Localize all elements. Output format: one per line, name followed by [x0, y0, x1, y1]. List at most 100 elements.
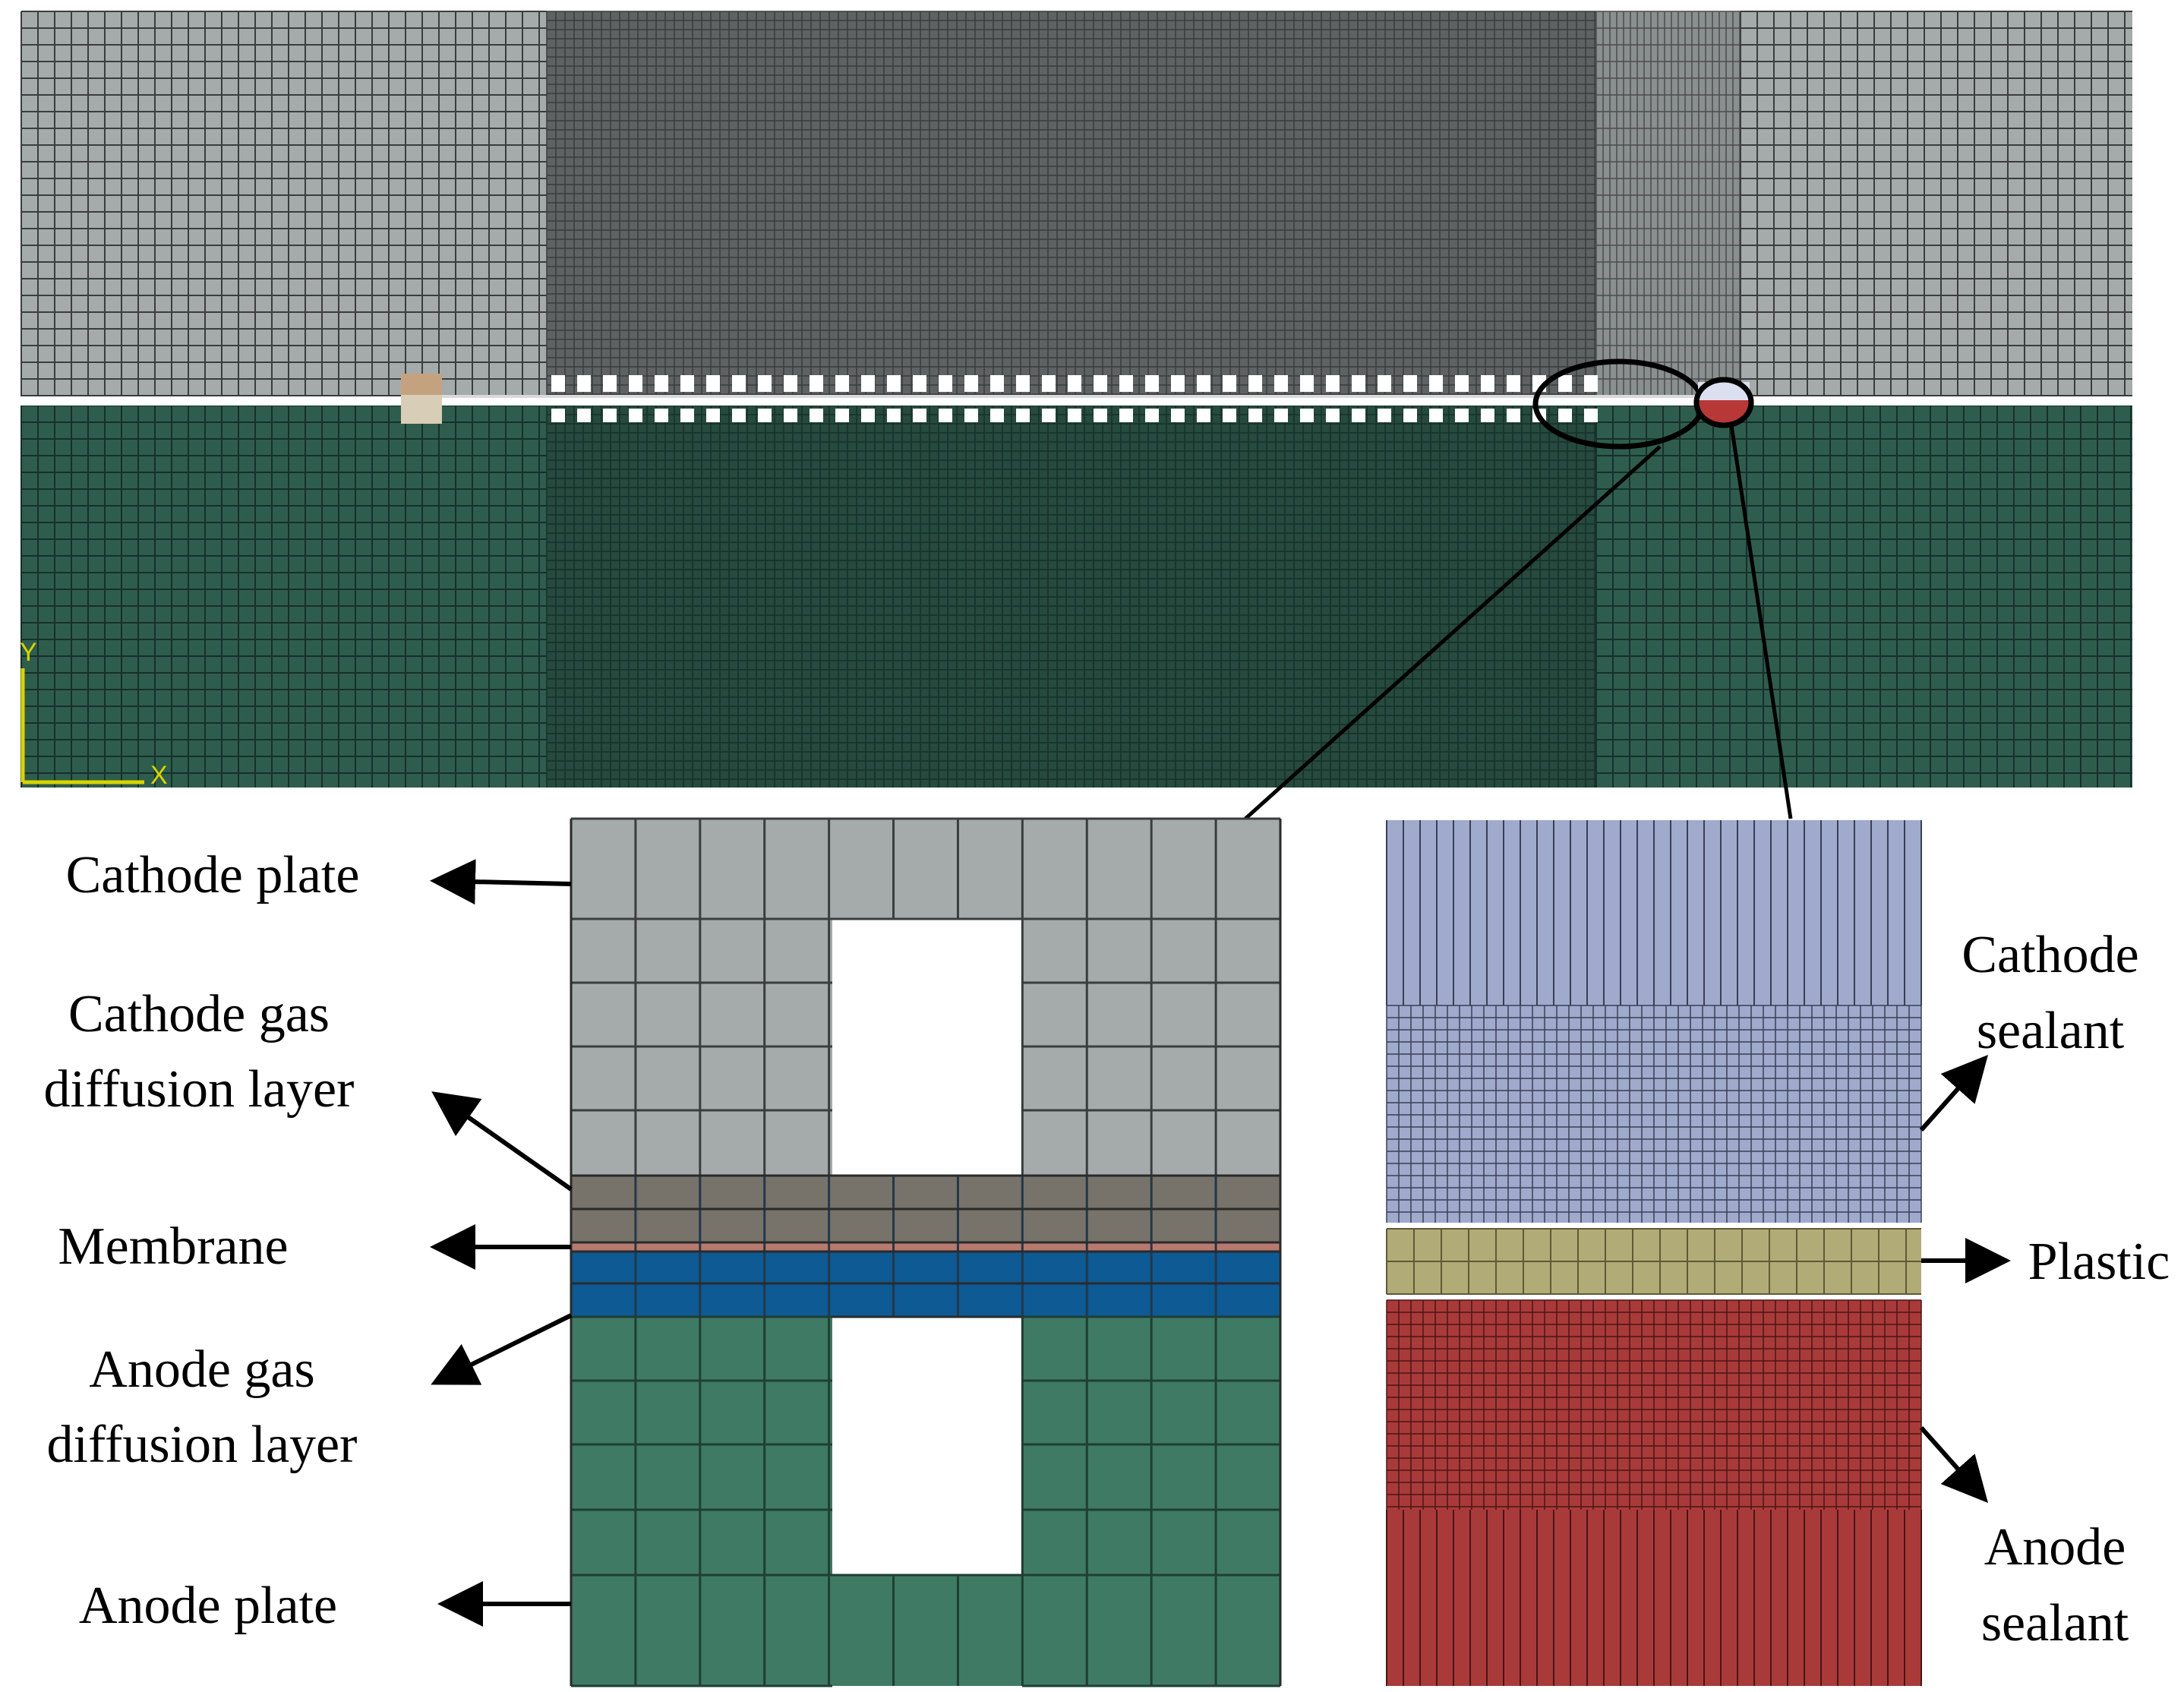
- cathode-channel-cell: [1016, 375, 1030, 392]
- anode-channel-cell: [629, 409, 642, 422]
- anode-channel-cell: [810, 409, 823, 422]
- zoom-callout-line-right: [1729, 425, 1793, 819]
- cathode-channel-cell: [1094, 375, 1107, 392]
- membrane-strip: [442, 395, 1596, 398]
- anode-channel-cell: [939, 409, 952, 422]
- cathode-channel-cell: [1507, 375, 1520, 392]
- label-anode-sealant-line2: sealant: [1981, 1594, 2129, 1653]
- cathode-channel-cell: [990, 375, 1004, 392]
- cathode-channel-cell: [1300, 375, 1314, 392]
- membrane-electrode-band: [21, 396, 2132, 406]
- anode-channel-cell: [1455, 409, 1469, 422]
- anode-channel-cell: [603, 409, 617, 422]
- cathode-channel-cell: [551, 375, 565, 392]
- cathode-channel-cell: [732, 375, 746, 392]
- cathode-plate-dense-region: [547, 11, 1596, 399]
- anode-channel-cell: [1068, 409, 1081, 422]
- label-membrane: Membrane: [58, 1217, 288, 1276]
- arrow-cathode-sealant: [1919, 1055, 1988, 1132]
- cathode-channel-cell: [1403, 375, 1417, 392]
- anode-channel-cell: [551, 409, 565, 422]
- label-cathode-sealant-line2: sealant: [1977, 1002, 2125, 1060]
- anode-channel-cell: [887, 409, 901, 422]
- cathode-channel-cell: [810, 375, 823, 392]
- anode-channel-cell: [1403, 409, 1417, 422]
- anode-channel-cell: [1481, 409, 1494, 422]
- label-cathode-gdl-line2: diffusion layer: [44, 1060, 355, 1119]
- overview-grid-lines: [21, 11, 2132, 788]
- cathode-plate-transition-region: [1596, 11, 1741, 399]
- anode-channel-cell: [1429, 409, 1443, 422]
- anode-channel-cell: [964, 409, 978, 422]
- anode-channel-cell: [913, 409, 926, 422]
- anode-channel-cell: [680, 409, 694, 422]
- label-cathode-sealant-line1: Cathode: [1961, 926, 2138, 984]
- cathode-channel-cell: [603, 375, 617, 392]
- cathode-channel-cell: [706, 375, 720, 392]
- axis-y-label: Y: [20, 638, 37, 667]
- cathode-channel-cell: [1248, 375, 1262, 392]
- membrane-detail: [571, 1242, 1280, 1252]
- cathode-channel-cell: [1584, 375, 1598, 392]
- cathode-channel-cell: [758, 375, 772, 392]
- cathode-channel-cell: [1171, 375, 1185, 392]
- cathode-channel-cell: [1429, 375, 1443, 392]
- anode-channel-cell: [1248, 409, 1262, 422]
- cathode-channel-cell: [1145, 375, 1159, 392]
- anode-channel-cell: [1042, 409, 1056, 422]
- anode-channel-cell: [1300, 409, 1314, 422]
- anode-channel-cell: [1584, 409, 1598, 422]
- label-anode-gdl-line1: Anode gas: [89, 1340, 314, 1399]
- anode-channel-cell: [655, 409, 668, 422]
- channel-zoom-panel: [570, 817, 1282, 1687]
- arrow-anode-sealant: [1919, 1426, 1988, 1503]
- cathode-channel-cell: [1068, 375, 1081, 392]
- anode-channel-cell: [1171, 409, 1185, 422]
- anode-plate-dense-region: [547, 404, 1596, 788]
- arrow-cathode-plate: [430, 859, 572, 905]
- zoom-right-grid-lines: [1386, 820, 1922, 1686]
- cathode-channel-cell: [939, 375, 952, 392]
- anode-channel-cell: [835, 409, 849, 422]
- cathode-channel-cell: [835, 375, 849, 392]
- cathode-channel-cell: [1119, 375, 1133, 392]
- cathode-channel-cell: [913, 375, 926, 392]
- anode-channel-cell: [1223, 409, 1236, 422]
- label-plastic: Plastic: [2028, 1233, 2170, 1291]
- cathode-channel-cell: [1223, 375, 1236, 392]
- anode-channel-cell: [1094, 409, 1107, 422]
- cathode-channel-cell: [1558, 375, 1572, 392]
- label-anode-gdl-line2: diffusion layer: [47, 1416, 358, 1474]
- anode-channel-cell: [990, 409, 1004, 422]
- anode-channel-cell: [1145, 409, 1159, 422]
- anode-channel-cell: [1558, 409, 1572, 422]
- cathode-channel-cell: [577, 375, 591, 392]
- cathode-channel-cell: [1042, 375, 1056, 392]
- anode-channel-cell: [1352, 409, 1365, 422]
- left-sealant-top: [401, 374, 442, 395]
- cathode-channel-cell: [887, 375, 901, 392]
- cathode-channel-cell: [1352, 375, 1365, 392]
- cathode-channel-cell: [680, 375, 694, 392]
- anode-channel-cell: [1016, 409, 1030, 422]
- overview-mesh: Y X: [20, 11, 2132, 790]
- anode-channel-cell: [1197, 409, 1210, 422]
- label-arrows: [430, 859, 2011, 1627]
- zoom-left-grid-lines: [570, 817, 1282, 1687]
- cathode-channel-cell: [655, 375, 668, 392]
- label-cathode-plate: Cathode plate: [66, 846, 360, 904]
- anode-channel-cell: [758, 409, 772, 422]
- cathode-channel-cell: [1274, 375, 1288, 392]
- cathode-channel-opening: [832, 919, 1022, 1176]
- cathode-channel-cell: [1197, 375, 1210, 392]
- cathode-channel-cell: [1326, 375, 1340, 392]
- anode-channel-cell: [1326, 409, 1340, 422]
- membrane-strip: [1596, 395, 1695, 398]
- label-anode-sealant-line1: Anode: [1984, 1518, 2126, 1577]
- anode-channel-cell: [1378, 409, 1391, 422]
- label-cathode-gdl-line1: Cathode gas: [68, 985, 330, 1043]
- zoom-highlight-small-ring: [1693, 377, 1754, 428]
- cathode-channel-cell: [861, 375, 875, 392]
- cathode-channel-cell: [1481, 375, 1494, 392]
